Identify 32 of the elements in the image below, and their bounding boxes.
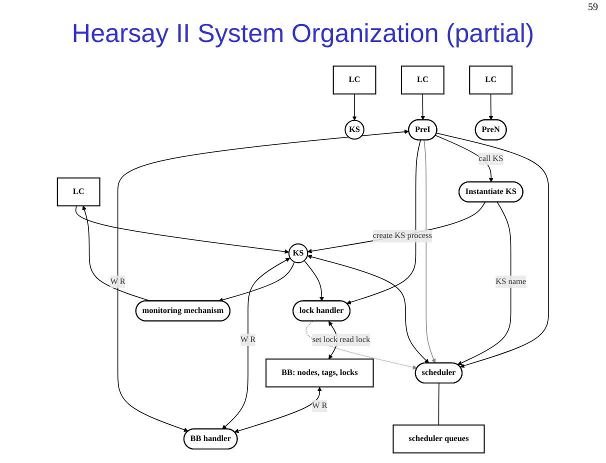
arrow (457, 202, 512, 366)
edge-label: set lock read lock (312, 335, 370, 344)
node-box: LC (400, 66, 444, 94)
arrow (75, 205, 290, 254)
title: Hearsay II System Organization (partial) (70, 18, 536, 49)
node-box: LC (469, 66, 513, 94)
arrow (218, 262, 295, 302)
edge-label: W R (312, 401, 328, 410)
page-number: 59 (588, 2, 598, 13)
arrow (234, 386, 322, 434)
connector (438, 382, 440, 426)
node-circle: KS (288, 243, 308, 264)
arrow (346, 140, 421, 304)
node-box: scheduler queues (392, 424, 485, 454)
arrow (352, 94, 357, 121)
edge-label: create KS process (372, 232, 432, 240)
arrow (304, 260, 324, 302)
arrow (424, 140, 436, 364)
arrow (307, 202, 486, 254)
arrow (420, 94, 426, 120)
node-box: LC (56, 177, 100, 206)
edge-label: KS name (496, 277, 526, 286)
node-circle: KS (344, 120, 364, 140)
edge-label: W R (240, 335, 256, 344)
arrow (488, 94, 494, 120)
arrow (117, 130, 409, 432)
edge-label: W R (110, 277, 126, 286)
edge-label: call KS (478, 154, 504, 164)
node-box: LC (332, 66, 376, 94)
arrow (307, 254, 430, 364)
node-box: BB: nodes, tags, locks (266, 358, 374, 388)
arrow (222, 258, 290, 430)
